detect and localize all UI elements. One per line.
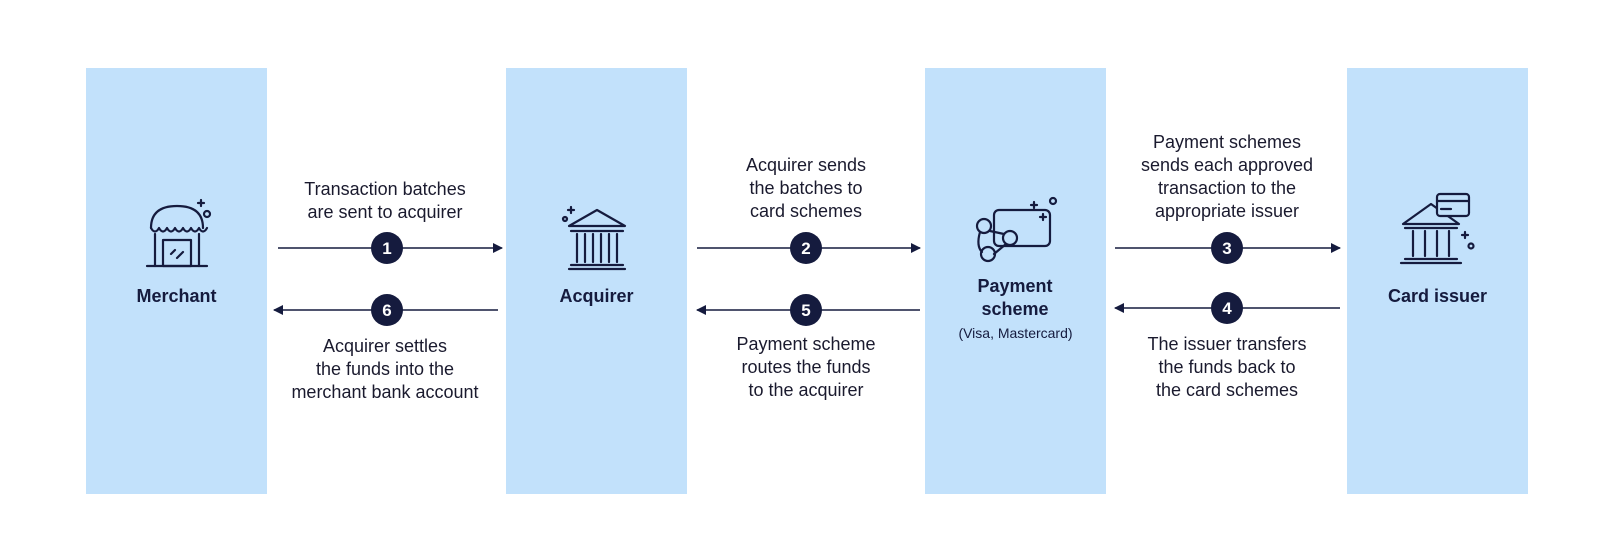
svg-text:3: 3 — [1222, 239, 1231, 258]
step-6-description: Acquirer settles the funds into the merc… — [291, 336, 479, 402]
card-issuer-label: Card issuer — [1387, 286, 1488, 306]
step-5-description: Payment scheme routes the funds to the a… — [736, 334, 876, 400]
svg-text:5: 5 — [801, 301, 810, 320]
step-badge-3: 3 — [1211, 232, 1243, 264]
bank-building-icon — [561, 205, 626, 271]
card-network-icon — [975, 196, 1057, 263]
step-3-description: Payment schemes sends each approved tran… — [1140, 132, 1314, 221]
step-badge-2: 2 — [790, 232, 822, 264]
acquirer-column: Acquirer — [506, 68, 687, 494]
acquirer-label: Acquirer — [559, 286, 634, 306]
card-issuer-column: Card issuer — [1347, 68, 1528, 494]
step-badge-1: 1 — [371, 232, 403, 264]
merchant-label: Merchant — [136, 286, 217, 306]
svg-text:4: 4 — [1222, 299, 1232, 318]
step-2-description: Acquirer sends the batches to card schem… — [745, 155, 867, 221]
step-badge-6: 6 — [371, 294, 403, 326]
svg-text:6: 6 — [382, 301, 391, 320]
merchant-column: Merchant — [86, 68, 267, 494]
step-1-description: Transaction batches are sent to acquirer — [304, 179, 466, 222]
payment-scheme-label: Payment scheme — [977, 276, 1053, 319]
storefront-icon — [145, 198, 211, 268]
payment-scheme-sublabel: (Visa, Mastercard) — [958, 325, 1073, 341]
svg-text:2: 2 — [801, 239, 810, 258]
step-4-description: The issuer transfers the funds back to t… — [1147, 334, 1307, 400]
step-badge-5: 5 — [790, 294, 822, 326]
payment-scheme-column: Payment scheme (Visa, Mastercard) — [925, 68, 1106, 494]
bank-card-icon — [1399, 192, 1475, 265]
svg-text:1: 1 — [382, 239, 391, 258]
step-badge-4: 4 — [1211, 292, 1243, 324]
